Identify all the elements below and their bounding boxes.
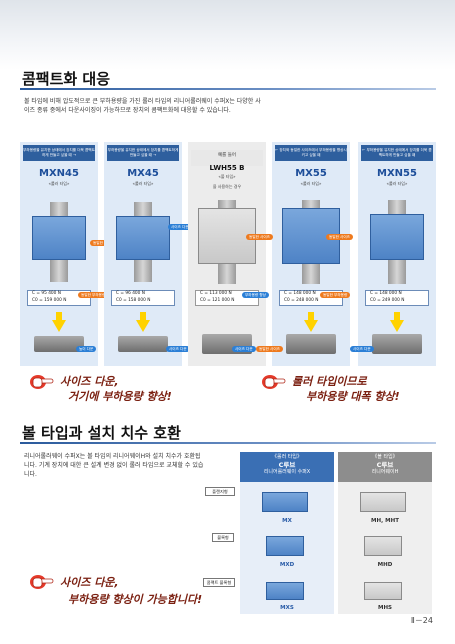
model-mhd: MHD [377,562,393,568]
model-mxd: MXD [279,562,295,568]
block-image [370,214,424,260]
slogan-bottom-line1: 사이즈 다운, [60,576,119,589]
bottom-view-image [286,334,336,354]
section-title-compatible: 볼 타입과 설치 치수 호환 [22,424,181,442]
roller-type-header: 《롤러 타입》 C루브 리니어롤러웨이 수퍼X [240,452,334,482]
product-name: MXN45 [39,168,79,179]
down-arrow-icon [304,320,318,332]
product-column-mx55: ← 장치와 동일한 사이즈에서 부하용량을 향상시키고 싶을 때 MX55 «롤… [272,142,350,366]
section-rule [20,88,436,90]
ball-type-header: 《볼 타입》 C루브 리니어웨이H [338,452,432,482]
size-down-tag: 사이즈 다운 [232,346,256,352]
mx-image [262,492,308,512]
model-mhs: MHS [377,605,393,611]
mxd-image [266,536,304,556]
mhd-image [364,536,402,556]
product-comparison-panel: 부하용량을 유지한 상태에서 장치를 더욱 콤팩트하게 만들고 싶을 때 → M… [20,142,436,366]
product-type: «볼 타입» [218,174,236,179]
slogan-right-line1: 롤러 타입이므로 [292,375,367,388]
product-column-mxn55: ← 부하용량을 유지한 상태에서 장치를 더욱 콤팩트하게 만들고 싶을 때 M… [358,142,436,366]
top-gradient-band [0,0,455,70]
product-name: MXN55 [377,168,417,179]
slogan-bottom-line2: 부하용량 향상이 가능합니다! [68,593,203,606]
block-image [116,216,170,260]
product-note: 을 사용하는 경우 [212,184,242,189]
slogan-left-line2: 거기에 부하용량 향상! [68,390,172,403]
down-arrow-icon [136,320,150,332]
pointing-hand-icon [262,375,286,389]
product-name: LWH55 B [209,164,245,172]
slogan-left-line1: 사이즈 다운, [60,375,119,388]
product-type: «롤러 타입» [300,181,322,186]
load-tag: 동일한 부하용량 [320,292,351,298]
product-column-mxn45: 부하용량을 유지한 상태에서 장치를 더욱 콤팩트하게 만들고 싶을 때 → M… [20,142,98,366]
mhs-image [364,582,402,600]
same-size-tag: 동일한 사이즈 [246,234,273,240]
bottom-view-image [372,334,422,354]
product-type: «롤러 타입» [132,181,154,186]
product-column-mx45: 부하용량을 유지한 상태에서 장치를 콤팩트하게 만들고 싶을 때 → MX45… [104,142,182,366]
block-image [32,216,86,260]
height-down-tag: 사이즈 다운 [168,224,192,230]
product-name: MX55 [295,168,327,179]
load-up-tag: 부하용량 향상 [242,292,269,298]
section-intro-compatible: 리니어롤러웨이 수퍼X는 볼 타입의 리니어웨이H와 설치 치수가 호환됩니다.… [24,453,204,478]
product-caption: ← 장치와 동일한 사이즈에서 부하용량을 향상시키고 싶을 때 [275,145,347,161]
product-type: «롤러 타입» [48,181,70,186]
pointing-hand-icon [30,375,54,389]
section-rule [20,442,436,444]
load-spec: C = 113 000 N C0 = 121 000 N [195,290,259,306]
model-mh: MH, MHT [371,518,399,524]
size-down-tag: 높이 다운 [76,346,97,352]
bottom-view-image [34,336,84,352]
same-size-tag: 동일한 사이즈 [256,346,283,352]
product-caption: 예를 들어 [191,150,263,166]
product-caption: 부하용량을 유지한 상태에서 장치를 콤팩트하게 만들고 싶을 때 → [107,145,179,161]
load-spec: C = 96 400 N C0 = 158 000 N [111,290,175,306]
load-spec: C = 95 400 N C0 = 159 000 N [27,290,91,306]
model-mxs: MXS [280,605,294,611]
section-intro-compact: 볼 타입에 비해 압도적으로 큰 부하용량을 가진 롤러 타입의 리니어롤러웨이… [24,98,261,114]
down-arrow-icon [52,320,66,332]
same-size-tag: 동일한 사이즈 [326,234,353,240]
product-caption: 부하용량을 유지한 상태에서 장치를 더욱 콤팩트하게 만들고 싶을 때 → [23,145,95,161]
product-column-lwh55b: 예를 들어 LWH55 B «볼 타입» 을 사용하는 경우 C = 113 0… [188,142,266,366]
row-label-block: 블록형 [212,533,234,542]
row-label-flange: 플랜지형 [205,487,235,496]
mh-image [360,492,406,512]
slogan-right-line2: 부하용량 대폭 향상! [306,390,400,403]
load-tag: 동일한 부하용량 [78,292,109,298]
row-label-compact-block: 콤팩트 블록형 [203,578,235,587]
product-caption: ← 부하용량을 유지한 상태에서 장치를 더욱 콤팩트하게 만들고 싶을 때 [361,145,433,161]
bottom-view-image [118,336,168,352]
size-down-tag: 사이즈 다운 [166,346,190,352]
page-number: Ⅱ－24 [410,616,433,625]
product-type: «롤러 타입» [386,181,408,186]
down-arrow-icon [390,320,404,332]
same-size-tag: 동일한 사이즈 [90,240,117,246]
section-title-compact: 콤팩트화 대응 [22,70,111,88]
pointing-hand-icon [30,575,54,589]
load-spec: C = 148 000 N C0 = 249 000 N [365,290,429,306]
model-mx: MX [282,518,292,524]
size-down-tag: 사이즈 다운 [350,346,374,352]
product-name: MX45 [127,168,159,179]
mxs-image [266,582,304,600]
